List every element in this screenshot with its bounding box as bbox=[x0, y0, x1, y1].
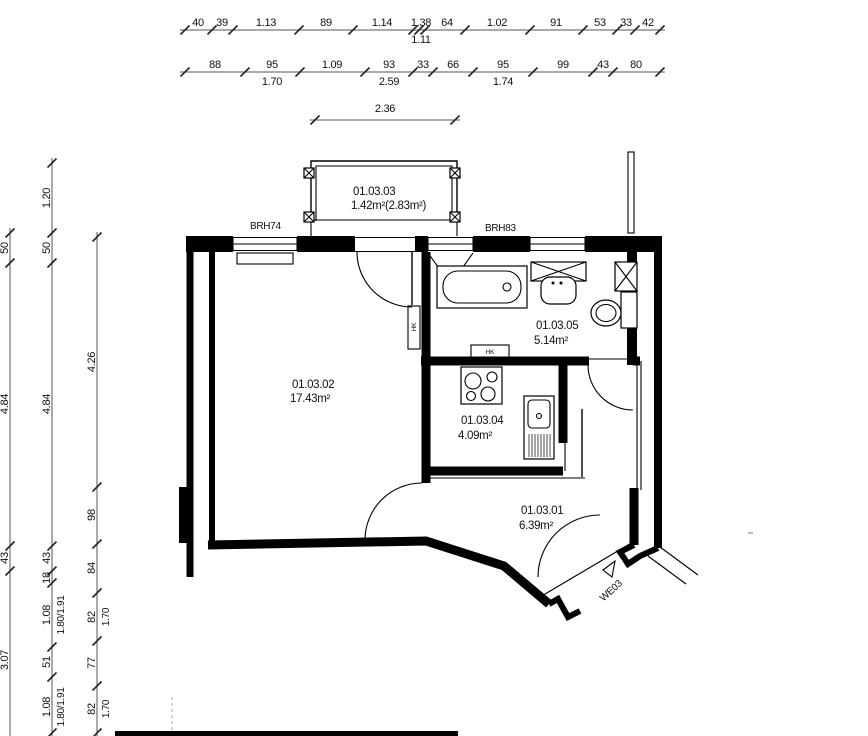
dim-sublabel: 1.70 bbox=[101, 699, 112, 718]
room-id: 01.03.01 bbox=[521, 505, 563, 517]
dim-label: 98 bbox=[86, 509, 98, 521]
main-room-door bbox=[364, 482, 423, 541]
balcony-door bbox=[355, 236, 415, 308]
dimension-chain-top-row1: 40 39 1.13 89 1.14 1.38 1.11 64 1.02 91 … bbox=[179, 17, 666, 46]
balcony-post bbox=[303, 167, 461, 223]
radiator-label: HK bbox=[486, 349, 495, 356]
window-sill-label-brh74: BRH74 bbox=[250, 221, 281, 232]
dim-label: 3.07 bbox=[0, 650, 11, 670]
window-sill-label-brh83: BRH83 bbox=[485, 223, 516, 234]
dim-label: 93 bbox=[383, 59, 395, 71]
room-area: 17.43m² bbox=[290, 393, 331, 405]
room-area: 6.39m² bbox=[519, 520, 553, 532]
window-bath-left bbox=[427, 236, 474, 268]
entrance-door bbox=[537, 514, 634, 598]
radiator-label: HK bbox=[411, 322, 418, 331]
dim-label: 1.09 bbox=[322, 59, 342, 71]
dim-label: 88 bbox=[209, 59, 221, 71]
dim-label: 1.20 bbox=[41, 188, 53, 208]
dim-label: 1.02 bbox=[487, 17, 507, 29]
bath-door bbox=[587, 358, 634, 411]
dim-label: 82 bbox=[86, 703, 98, 715]
dim-label: 53 bbox=[594, 17, 606, 29]
dim-label: 77 bbox=[86, 657, 98, 669]
balcony bbox=[303, 160, 461, 236]
dim-label: 43 bbox=[597, 59, 609, 71]
duct-crossed-box bbox=[530, 261, 587, 282]
dimension-chain-left-1: 50 4.84 43 3.07 bbox=[0, 227, 16, 736]
dim-sublabel: 1.80/1.91 bbox=[56, 687, 67, 727]
dim-label: 84 bbox=[86, 562, 98, 574]
entrance-marker-triangle bbox=[602, 559, 616, 578]
dim-label: 4.84 bbox=[41, 394, 53, 414]
dim-label: 4.84 bbox=[0, 394, 11, 414]
dim-label: 33 bbox=[417, 59, 429, 71]
dim-label: 50 bbox=[0, 242, 11, 254]
dim-label: 50 bbox=[41, 242, 53, 254]
room-label-01-03-02: 01.03.02 17.43m² bbox=[290, 379, 335, 405]
dim-label: 43 bbox=[0, 552, 11, 564]
radiator-room: HK bbox=[407, 305, 421, 350]
dim-label: 89 bbox=[320, 17, 332, 29]
toilet bbox=[590, 291, 638, 329]
dim-label: 66 bbox=[447, 59, 459, 71]
dim-label: 1.08 bbox=[41, 697, 53, 717]
dim-sublabel: 1.74 bbox=[493, 76, 513, 88]
dim-label: 91 bbox=[550, 17, 562, 29]
room-area: 4.09m² bbox=[458, 430, 492, 442]
room-id: 01.03.03 bbox=[353, 186, 395, 198]
dimension-chain-left-2: 1.20 50 4.84 43 18 1.08 51 1.08 1.80/1.9… bbox=[41, 157, 67, 736]
dim-label: 99 bbox=[557, 59, 569, 71]
dim-label: 39 bbox=[216, 17, 228, 29]
room-id: 01.03.05 bbox=[536, 320, 578, 332]
dim-label: 2.36 bbox=[375, 103, 395, 115]
dim-label: 1.14 bbox=[372, 17, 392, 29]
dim-label: 33 bbox=[620, 17, 632, 29]
dim-label: 40 bbox=[192, 17, 204, 29]
dimension-chain-top-row2: 88 95 1.09 93 33 66 95 99 43 80 1.70 2.5… bbox=[179, 59, 666, 88]
dimension-balcony-width: 2.36 bbox=[309, 103, 461, 126]
dim-label: 1.11 bbox=[411, 34, 431, 46]
stove bbox=[460, 366, 503, 405]
dim-label: 43 bbox=[41, 552, 53, 564]
window-brh83 bbox=[529, 236, 587, 282]
dim-label: 95 bbox=[497, 59, 509, 71]
kitchen-sink bbox=[523, 395, 555, 460]
dim-label: 1.38 bbox=[411, 17, 431, 29]
room-area: 5.14m² bbox=[534, 335, 568, 347]
room-area: 1.42m²(2.83m²) bbox=[351, 200, 427, 212]
dim-label: 51 bbox=[41, 656, 53, 668]
radiator-bath: HK bbox=[470, 344, 510, 359]
dim-sublabel: 1.80/1.91 bbox=[56, 595, 67, 635]
room-label-01-03-03: 01.03.03 1.42m²(2.83m²) bbox=[351, 186, 427, 212]
dim-label: 64 bbox=[441, 17, 453, 29]
entrance-label-we03: WE03 bbox=[598, 578, 625, 604]
dim-label: 18 bbox=[41, 572, 53, 584]
room-label-01-03-01: 01.03.01 6.39m² bbox=[519, 505, 564, 532]
room-label-01-03-04: 01.03.04 4.09m² bbox=[458, 415, 505, 442]
bathtub bbox=[436, 265, 528, 309]
dim-label: 80 bbox=[630, 59, 642, 71]
washbasin bbox=[540, 276, 577, 305]
dim-sublabel: 1.70 bbox=[101, 607, 112, 626]
misc-marks bbox=[115, 532, 753, 736]
dim-label: 4.26 bbox=[86, 352, 98, 372]
dimension-chain-left-3: 4.26 98 84 82 77 82 1.70 1.70 bbox=[86, 231, 112, 736]
dim-label: 1.08 bbox=[41, 605, 53, 625]
dim-label: 1.13 bbox=[256, 17, 276, 29]
kitchen-door bbox=[564, 409, 583, 477]
room-id: 01.03.04 bbox=[461, 415, 504, 427]
dim-label: 42 bbox=[642, 17, 654, 29]
dim-sublabel: 2.59 bbox=[379, 76, 399, 88]
room-label-01-03-05: 01.03.05 5.14m² bbox=[534, 320, 579, 347]
dim-sublabel: 1.70 bbox=[262, 76, 282, 88]
shaft-crossed-box bbox=[614, 261, 638, 292]
room-id: 01.03.02 bbox=[292, 379, 334, 391]
dim-label: 95 bbox=[266, 59, 278, 71]
bottom-crop-bar bbox=[115, 731, 458, 736]
window-brh74 bbox=[232, 236, 298, 265]
dim-label: 82 bbox=[86, 611, 98, 623]
